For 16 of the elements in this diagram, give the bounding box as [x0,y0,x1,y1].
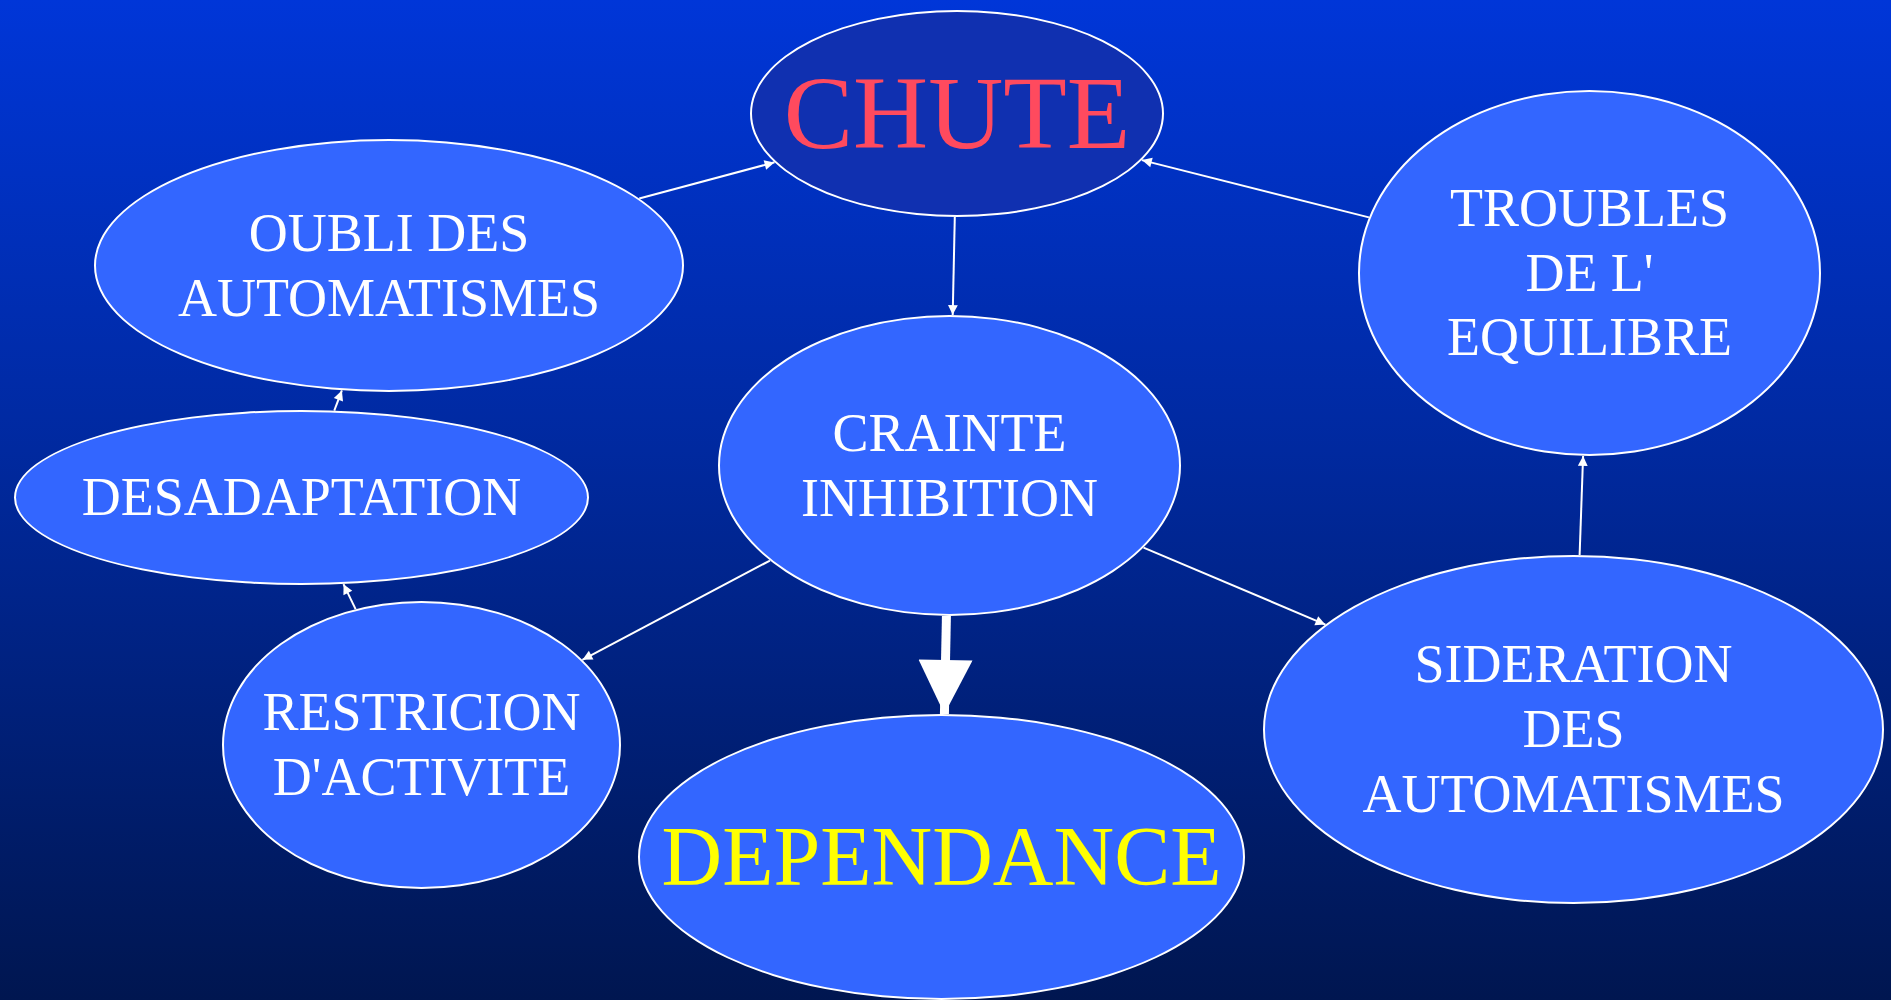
arrow [581,559,771,661]
node-label: CRAINTE INHIBITION [800,401,1099,530]
node-label: RESTRICION D'ACTIVITE [261,681,582,809]
arrow [1142,546,1327,626]
arrow [638,160,776,200]
arrow [1577,454,1588,557]
node-label: OUBLI DES AUTOMATISMES [176,201,602,330]
arrow [948,216,958,316]
node-label: TROUBLES DE L' EQUILIBRE [1446,176,1733,370]
arrow [333,389,343,412]
node-label: DESADAPTATION [81,466,522,530]
arrow [342,583,357,611]
node-label: CHUTE [783,54,1131,173]
node-label: DEPENDANCE [661,808,1222,905]
arrow [918,615,973,715]
node-label: SIDERATION DES AUTOMATISMES [1362,633,1785,826]
